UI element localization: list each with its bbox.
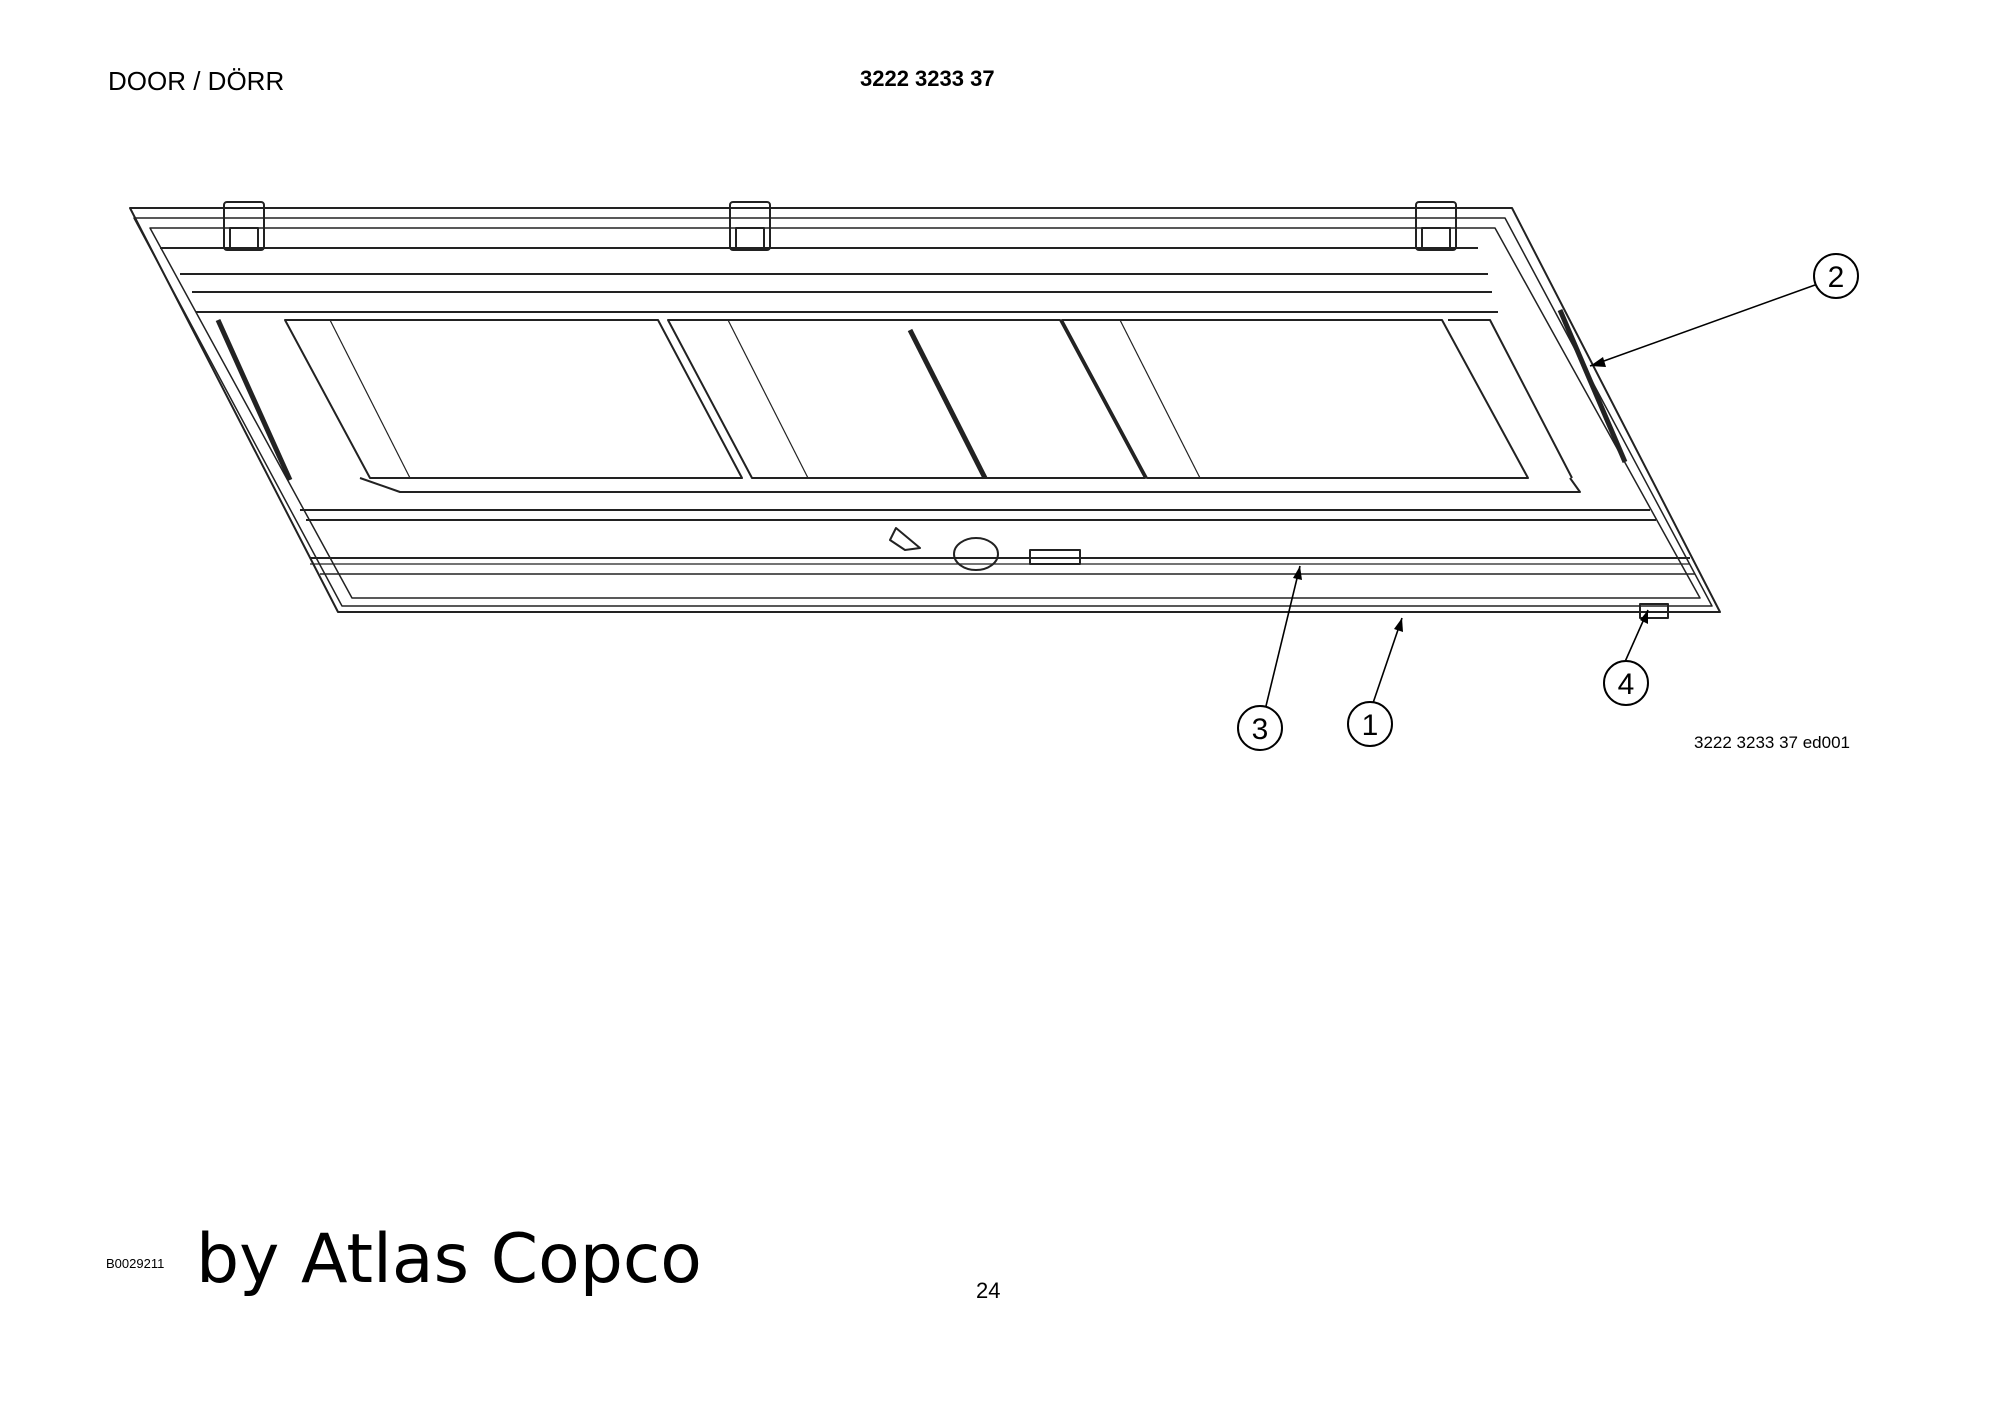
door-outer-frame xyxy=(129,207,1721,613)
brand-text: by Atlas Copco xyxy=(196,1220,702,1299)
balloon-2: 2 xyxy=(1813,253,1859,299)
window-opening-left xyxy=(284,319,743,479)
balloon-1: 1 xyxy=(1347,701,1393,747)
document-id: B0029211 xyxy=(106,1256,165,1271)
hinge-left xyxy=(223,201,265,251)
svg-text:4: 4 xyxy=(1618,668,1635,701)
gas-strut-left xyxy=(215,318,293,482)
svg-text:2: 2 xyxy=(1828,261,1845,294)
page-number: 24 xyxy=(976,1278,1001,1303)
svg-text:3: 3 xyxy=(1252,713,1269,746)
balloon-4: 4 xyxy=(1603,660,1649,706)
part-number: 3222 3233 37 xyxy=(860,66,995,91)
svg-text:1: 1 xyxy=(1362,709,1379,742)
leader-line-1 xyxy=(1371,617,1403,707)
door-lock xyxy=(953,537,999,571)
leader-line-3 xyxy=(1265,565,1301,707)
door-handle xyxy=(889,527,921,551)
drawing-reference: 3222 3233 37 ed001 xyxy=(1694,733,1850,752)
hinge-right xyxy=(1415,201,1457,251)
hinge-middle xyxy=(729,201,771,251)
leader-line-2 xyxy=(1589,284,1816,367)
page-title: DOOR / DÖRR xyxy=(108,66,285,96)
balloon-3: 3 xyxy=(1237,705,1283,751)
